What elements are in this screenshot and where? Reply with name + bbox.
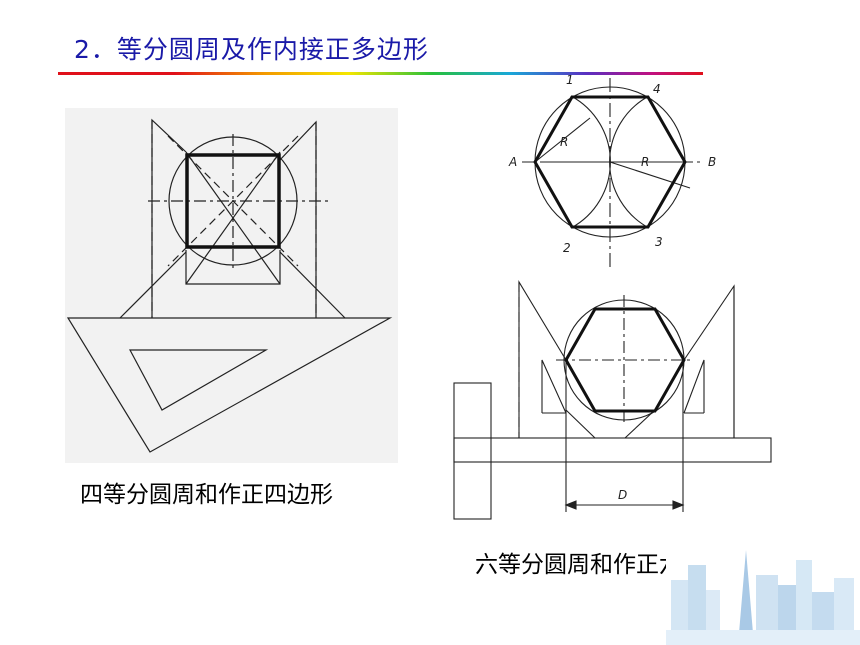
- set-square-large: [66, 317, 393, 453]
- hexagon-arc-figure: [522, 78, 700, 268]
- t-square-head: [453, 382, 492, 520]
- left-caption: 四等分圆周和作正四边形: [80, 482, 333, 508]
- square-construction-figure: [66, 118, 393, 453]
- hexagon-bottom: [564, 307, 686, 413]
- set-square-hole: [129, 349, 269, 411]
- hexagon-top: [533, 95, 687, 229]
- label-2: 2: [563, 241, 571, 255]
- hexagon-tsquare-figure: [453, 280, 772, 520]
- title-underline: [58, 72, 703, 75]
- label-b: B: [708, 155, 716, 169]
- inscribed-square: [185, 153, 281, 249]
- dimension-d-label: D: [618, 488, 627, 502]
- t-square-blade: [453, 437, 772, 463]
- page-title: 2．等分圆周及作内接正多边形: [74, 35, 429, 64]
- hexagon-labels: 1 4 A B R R 2 3: [508, 73, 716, 255]
- right-triangle: [277, 120, 317, 318]
- label-1: 1: [566, 73, 574, 87]
- label-a: A: [508, 155, 517, 169]
- city-skyline-decoration: [666, 530, 860, 645]
- label-r: R: [560, 135, 568, 149]
- label-4: 4: [653, 82, 661, 96]
- label-r2: R: [641, 155, 649, 169]
- label-3: 3: [655, 235, 663, 249]
